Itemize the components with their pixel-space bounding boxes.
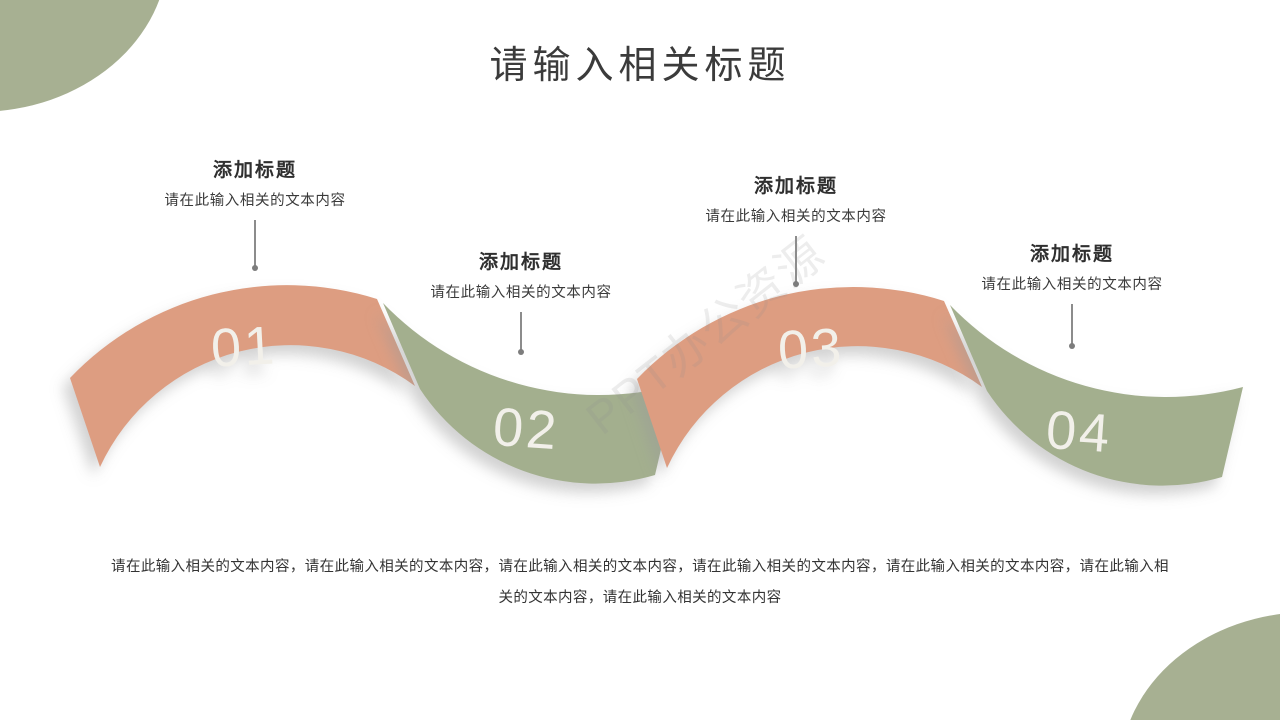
leader-stem-01: [254, 220, 256, 266]
leader-stem-02: [520, 312, 522, 350]
leader-dot-02: [518, 349, 524, 355]
ribbon-segment-04-shape: [950, 305, 1243, 486]
leader-line-03: [793, 236, 799, 287]
leader-stem-03: [795, 236, 797, 282]
ribbon-segment-01-number: 01: [209, 315, 278, 378]
page-title: 请输入相关标题: [489, 45, 791, 87]
leader-dot-01: [252, 265, 258, 271]
callout-title-03: 添加标题: [753, 176, 838, 197]
bottom-paragraph: 请在此输入相关的文本内容，请在此输入相关的文本内容，请在此输入相关的文本内容，请…: [111, 559, 1169, 607]
callout-block-01[interactable]: 添加标题 请在此输入相关的文本内容: [132, 158, 378, 271]
callout-block-02[interactable]: 添加标题 请在此输入相关的文本内容: [398, 250, 644, 355]
callout-desc-02: 请在此输入相关的文本内容: [430, 284, 612, 301]
callout-title-04: 添加标题: [1029, 244, 1114, 265]
callout-title-01: 添加标题: [212, 160, 297, 181]
corner-decoration-bottom-right: [1120, 612, 1280, 720]
ribbon-segment-02-shape: [383, 303, 676, 484]
ribbon-segment-04-number: 04: [1044, 400, 1114, 464]
wave-ribbon-diagram: 01 02 03 04: [0, 255, 1280, 520]
ribbon-segment-01[interactable]: 01: [70, 285, 415, 467]
leader-line-01: [252, 220, 258, 271]
ribbon-segment-02[interactable]: 02: [383, 303, 676, 484]
ribbon-segment-04[interactable]: 04: [950, 305, 1243, 486]
leader-line-02: [518, 312, 524, 355]
leader-dot-03: [793, 281, 799, 287]
callout-desc-04: 请在此输入相关的文本内容: [981, 276, 1163, 293]
ribbon-segment-03-shape: [637, 286, 982, 468]
callout-title-02: 添加标题: [478, 252, 563, 273]
callout-desc-01: 请在此输入相关的文本内容: [164, 192, 346, 209]
callout-block-04[interactable]: 添加标题 请在此输入相关的文本内容: [949, 242, 1195, 349]
leader-stem-04: [1071, 304, 1073, 344]
leader-dot-04: [1069, 343, 1075, 349]
callout-block-03[interactable]: 添加标题 请在此输入相关的文本内容: [673, 174, 919, 287]
ribbon-segment-03[interactable]: 03: [637, 286, 982, 468]
leader-line-04: [1069, 304, 1075, 349]
ribbon-segment-01-shape: [70, 285, 415, 467]
callout-desc-03: 请在此输入相关的文本内容: [705, 208, 887, 225]
ribbon-segment-02-number: 02: [491, 397, 561, 461]
ribbon-segment-03-number: 03: [776, 317, 845, 380]
